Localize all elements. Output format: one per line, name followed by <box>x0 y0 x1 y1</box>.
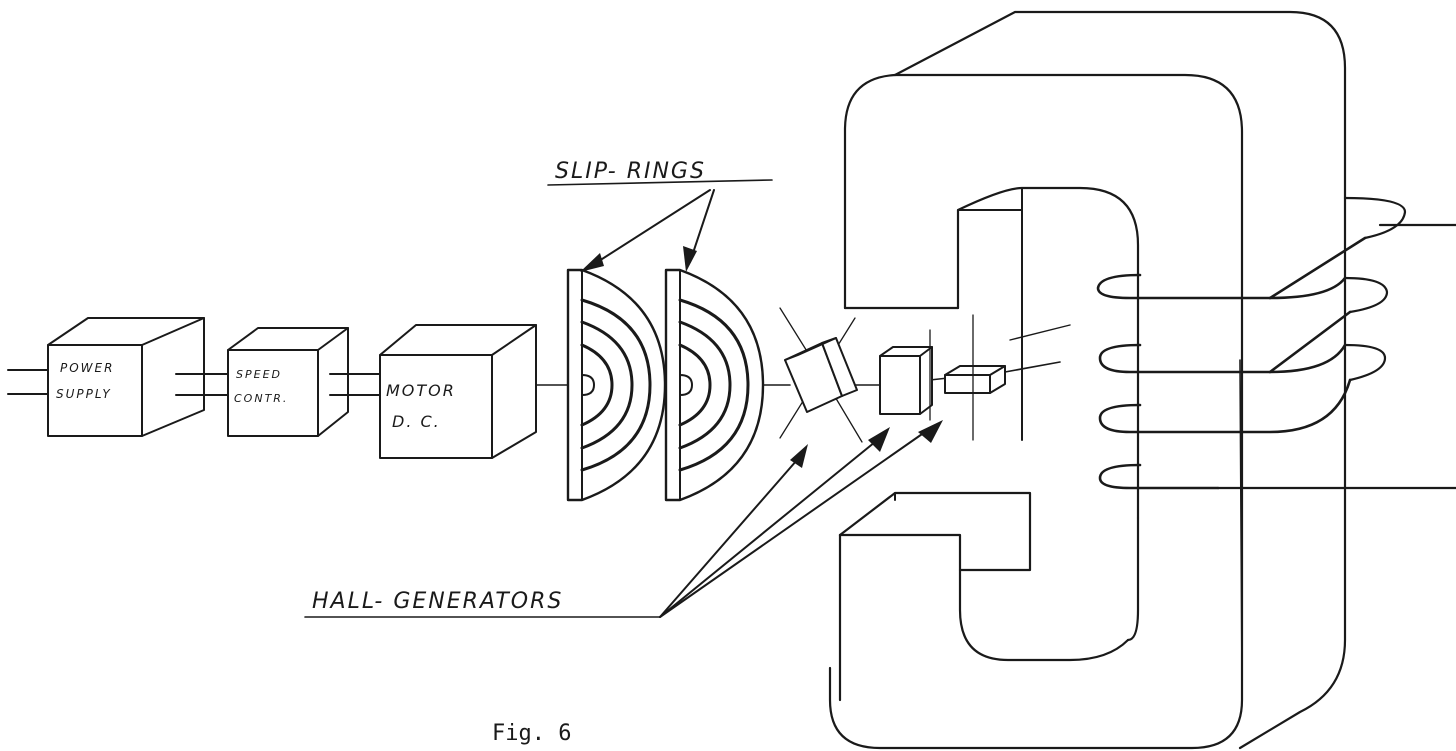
power-supply-box: POWER SUPPLY <box>8 318 204 436</box>
figure-caption: Fig. 6 <box>492 721 571 746</box>
motor-label-line2: D. C. <box>392 412 441 431</box>
hall-generator-3 <box>945 315 1005 440</box>
hall-generators-label: HALL- GENERATORS <box>312 589 563 614</box>
speed-control-label-line1: SPEED <box>236 368 282 381</box>
speed-control-box: SPEED CONTR. <box>228 328 348 436</box>
slip-rings-annotation: SLIP- RINGS <box>548 159 772 272</box>
hall-generator-1 <box>780 308 862 442</box>
power-supply-label-line2: SUPPLY <box>56 387 112 401</box>
power-supply-label-line1: POWER <box>60 361 114 375</box>
speed-control-label-line2: CONTR. <box>234 392 288 405</box>
hall-generator-2 <box>880 330 932 420</box>
slip-rings-label: SLIP- RINGS <box>555 159 706 184</box>
motor-label-line1: MOTOR <box>386 381 456 400</box>
dc-motor-box: MOTOR D. C. <box>380 325 536 458</box>
magnet-coil <box>1098 198 1456 488</box>
slip-ring-1 <box>568 270 665 500</box>
slip-ring-2 <box>666 270 763 500</box>
